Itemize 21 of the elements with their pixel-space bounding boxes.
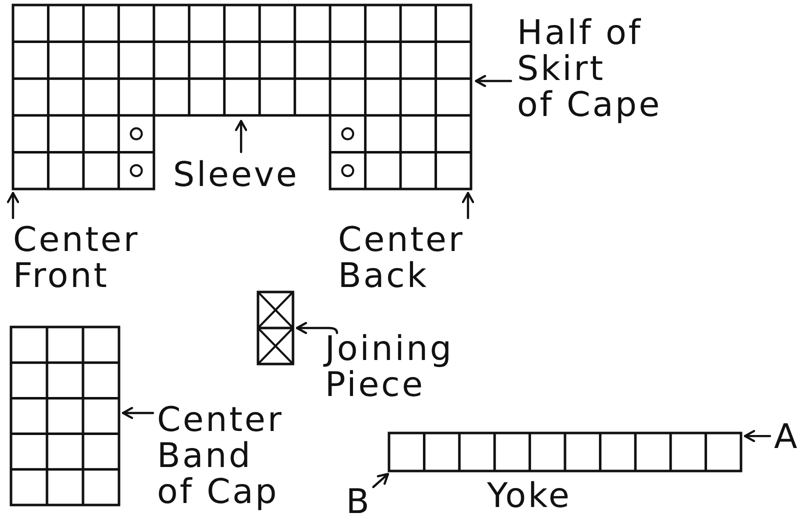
- leader-arrow: [296, 322, 338, 334]
- leader-arrow: [122, 406, 154, 420]
- leader-arrow: [372, 472, 390, 488]
- part-label: Center Back: [338, 222, 464, 294]
- pattern-grid: [9, 325, 121, 507]
- leader-arrow: [462, 192, 474, 220]
- part-label: Sleeve: [173, 157, 299, 193]
- leader-arrow: [6, 192, 20, 220]
- pattern-grid: [11, 3, 473, 191]
- part-label: Yoke: [487, 478, 572, 514]
- leader-arrow: [234, 120, 248, 154]
- part-label: Joining Piece: [325, 331, 454, 403]
- leader-arrow: [474, 74, 512, 88]
- leader-arrow: [744, 430, 772, 442]
- pattern-grid: [387, 431, 743, 473]
- part-label: Center Front: [13, 222, 140, 294]
- point-label: A: [774, 419, 800, 455]
- pattern-grid: [256, 290, 295, 366]
- part-label: Center Band of Cap: [157, 402, 284, 510]
- part-label: Half of Skirt of Cape: [517, 15, 662, 123]
- point-label: B: [346, 484, 372, 520]
